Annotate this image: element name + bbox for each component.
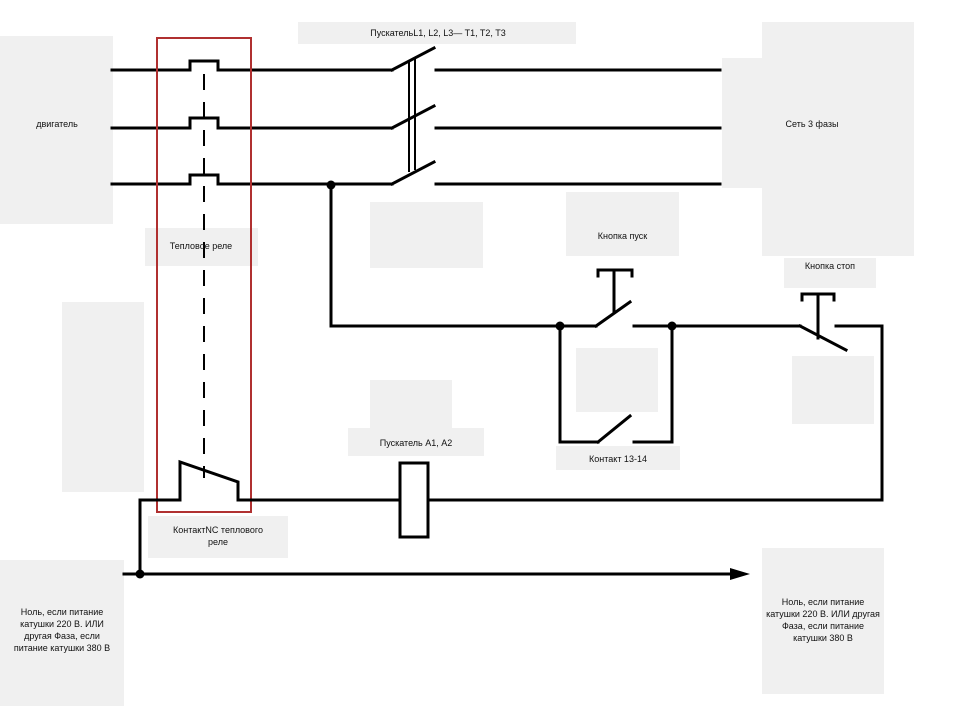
neutral-right-label: Ноль, если питание катушки 220 В. ИЛИ др…: [766, 597, 880, 643]
neutral-left-label-box: [0, 560, 124, 706]
thermal-relay-label-box: [145, 228, 258, 266]
blank-box-1: [370, 202, 483, 268]
network-label-box-top: [762, 22, 914, 58]
phase-line-1-motor: [110, 59, 394, 72]
blank-box-2: [62, 302, 144, 492]
thermal-nc-label-box: [148, 516, 288, 558]
junction-dot-phase3: [326, 180, 336, 190]
main-contact-3: [389, 159, 437, 187]
junction-dot-hold-left: [555, 321, 565, 331]
network-label: Сеть 3 фазы: [785, 119, 839, 129]
main-contact-2: [389, 103, 437, 131]
hold-contact-left: [558, 324, 600, 444]
thermal-relay-frame: [156, 37, 252, 513]
network-label-box-bottom: [762, 188, 914, 256]
stop-button-contact: [797, 323, 849, 353]
thermal-nc-contact: [138, 459, 240, 576]
hold-contact-blade: [595, 413, 633, 445]
phase-line-3-motor: [110, 173, 394, 186]
start-button-label: Кнопка пуск: [597, 231, 648, 241]
contact-13-14-label-box: [556, 446, 680, 470]
motor-label: двигатель: [36, 119, 78, 129]
contactor-coil-label-box: [348, 428, 484, 456]
main-contact-1: [389, 45, 437, 73]
stop-button-label: Кнопка стоп: [804, 261, 856, 271]
junction-dot-neutral: [135, 569, 145, 579]
neutral-right-label-box: [762, 548, 884, 694]
stop-button-label-box: [784, 258, 876, 288]
blank-box-4: [792, 356, 874, 424]
hold-contact-right: [632, 324, 674, 444]
neutral-left-label: Ноль, если питание катушки 220 В. ИЛИ др…: [13, 607, 111, 653]
network-label-box: [722, 58, 914, 188]
motor-label-box: [0, 36, 113, 224]
blank-box-3: [576, 348, 658, 412]
contact-13-14-label: Контакт 13-14: [589, 454, 647, 464]
blank-box-5: [370, 380, 452, 430]
contactor-coil: [398, 461, 430, 539]
start-button-label-box: [566, 192, 679, 256]
contactor-main-label-box: [298, 22, 576, 44]
thermal-relay-label: Тепловое реле: [169, 241, 233, 251]
neutral-arrow-head: [730, 568, 750, 580]
start-button-contact: [593, 299, 633, 329]
contactor-main-label: ПускательL1, L2, L3— T1, T2, T3: [370, 28, 506, 38]
control-wire-start: [329, 182, 562, 328]
thermal-nc-contact-label: КонтактNC теплового реле: [173, 525, 263, 547]
control-wire-after-stop: [426, 324, 884, 502]
junction-dot-hold-right: [667, 321, 677, 331]
contactor-coil-label: Пускатель А1, А2: [379, 438, 453, 448]
